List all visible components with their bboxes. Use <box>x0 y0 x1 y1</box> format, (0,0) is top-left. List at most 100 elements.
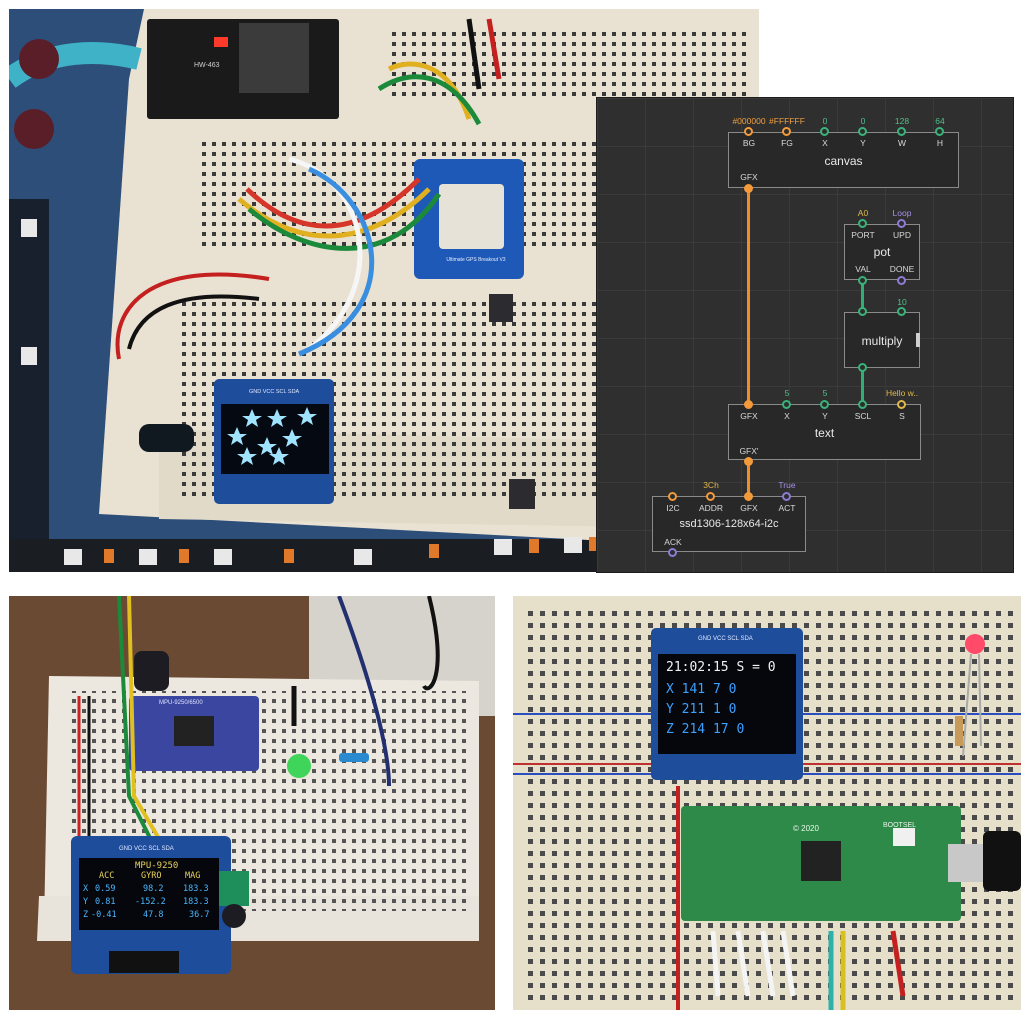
output-pin[interactable] <box>858 276 867 285</box>
input-pin[interactable] <box>858 400 867 409</box>
mpu-value: 0.59 <box>95 884 116 894</box>
pin-label: GFX' <box>739 446 759 456</box>
pin-label: VAL <box>855 264 871 274</box>
input-pin[interactable] <box>820 400 829 409</box>
pico-oled-pin-label: GND VCC SCL SDA <box>698 636 753 642</box>
pin-label: S <box>899 411 905 421</box>
pin-label: PORT <box>851 230 875 240</box>
pico-photo: 21:02:15 S = 0 X 141 7 0 Y 211 1 0 Z 214… <box>513 596 1021 1010</box>
mpu-value: -152.2 <box>135 897 166 907</box>
mpu-value: -0.41 <box>91 910 117 920</box>
input-pin[interactable] <box>820 127 829 136</box>
input-pin[interactable] <box>897 307 906 316</box>
node-ssd1306[interactable]: ssd1306-128x64-i2c <box>652 496 806 552</box>
mpu-col-gyro: GYRO <box>141 871 162 881</box>
pin-label: GFX <box>740 172 758 182</box>
node-title: ssd1306-128x64-i2c <box>679 518 779 530</box>
output-pin[interactable] <box>897 276 906 285</box>
pin-label: FG <box>781 138 793 148</box>
pin-value: 128 <box>894 116 910 126</box>
variadic-handle[interactable] <box>916 333 920 347</box>
node-title: canvas <box>824 154 863 168</box>
pin-label: I2C <box>666 503 680 513</box>
pin-label: Y <box>860 138 866 148</box>
node-title: text <box>814 426 835 440</box>
pin-label: ACK <box>664 537 682 547</box>
input-pin[interactable] <box>782 127 791 136</box>
pin-label: ACT <box>778 503 796 513</box>
mpu-col-mag: MAG <box>185 871 201 881</box>
pin-label: GFX <box>740 411 758 421</box>
input-pin[interactable] <box>782 400 791 409</box>
pico-bootsel-label: BOOTSEL <box>883 822 917 829</box>
pin-label: SCL <box>854 411 872 421</box>
input-pin[interactable] <box>858 127 867 136</box>
input-pin[interactable] <box>744 492 753 501</box>
output-pin[interactable] <box>858 363 867 372</box>
pin-value: #000000 <box>732 116 766 126</box>
pin-label: DONE <box>889 264 915 274</box>
input-pin[interactable] <box>706 492 715 501</box>
input-pin[interactable] <box>782 492 791 501</box>
pin-value: 64 <box>935 116 945 126</box>
input-pin[interactable] <box>897 400 906 409</box>
pin-label: ADDR <box>698 503 724 513</box>
pin-value: 5 <box>822 388 828 398</box>
input-pin[interactable] <box>897 127 906 136</box>
mpu-screen-title: MPU-9250 <box>135 861 179 871</box>
input-pin[interactable] <box>858 219 867 228</box>
node-canvas[interactable]: canvas <box>728 132 959 188</box>
link-pot-to-multiply <box>861 276 864 308</box>
pico-line-x: X 141 7 0 <box>666 682 737 697</box>
pin-label: Y <box>822 411 828 421</box>
node-editor-panel[interactable]: canvas #000000 #FFFFFF 0 0 128 64 BG FG … <box>596 97 1014 573</box>
pin-label: X <box>822 138 828 148</box>
pin-value: 0 <box>822 116 828 126</box>
pin-value: Loop <box>892 208 912 218</box>
oled-pin-label: GND VCC SCL SDA <box>249 389 300 395</box>
pin-label: H <box>936 138 944 148</box>
node-multiply[interactable]: multiply <box>844 312 920 368</box>
output-pin[interactable] <box>744 184 753 193</box>
output-pin[interactable] <box>744 457 753 466</box>
link-canvas-to-text <box>747 184 750 404</box>
input-pin[interactable] <box>897 219 906 228</box>
output-pin[interactable] <box>668 548 677 557</box>
pin-value: 5 <box>784 388 790 398</box>
mpu-illustration <box>9 596 495 1010</box>
pin-value: A0 <box>857 208 869 218</box>
pico-line-time: 21:02:15 S = 0 <box>666 660 776 675</box>
input-pin[interactable] <box>744 400 753 409</box>
link-multiply-to-text <box>861 366 864 408</box>
pin-value: 3Ch <box>703 480 719 490</box>
pico-line-y: Y 211 1 0 <box>666 702 737 717</box>
node-pot[interactable]: pot <box>844 224 920 280</box>
mpu-axis-y: Y <box>83 897 89 907</box>
pin-value: Hello w.. <box>885 388 919 398</box>
input-pin[interactable] <box>668 492 677 501</box>
mpu-value: 183.3 <box>183 884 209 894</box>
mpu9250-photo: MPU-9250 ACC GYRO MAG X 0.59 98.2 183.3 … <box>9 596 495 1010</box>
node-title: pot <box>873 245 891 259</box>
node-title: multiply <box>861 334 903 348</box>
pin-label: W <box>897 138 907 148</box>
esp32-module-label: HW-463 <box>194 62 220 69</box>
pin-label: UPD <box>893 230 911 240</box>
mpu-value: 183.3 <box>183 897 209 907</box>
mpu-axis-x: X <box>83 884 89 894</box>
pin-label: BG <box>742 138 756 148</box>
input-pin[interactable] <box>744 127 753 136</box>
gps-module-label: Ultimate GPS Breakout V3 <box>446 257 506 263</box>
pin-label: X <box>784 411 790 421</box>
pico-oled-screen: 21:02:15 S = 0 X 141 7 0 Y 211 1 0 Z 214… <box>658 654 796 754</box>
pin-label: GFX <box>740 503 758 513</box>
input-pin[interactable] <box>935 127 944 136</box>
mpu-col-acc: ACC <box>99 871 115 881</box>
mpu-sensor-label: MPU-9250/6500 <box>159 700 203 706</box>
pin-value: 0 <box>860 116 866 126</box>
mpu-value: 0.81 <box>95 897 116 907</box>
mpu-oled-pin-label: GND VCC SCL SDA <box>119 846 174 852</box>
mpu-axis-z: Z <box>83 910 89 920</box>
input-pin[interactable] <box>858 307 867 316</box>
pin-value: True <box>778 480 796 490</box>
